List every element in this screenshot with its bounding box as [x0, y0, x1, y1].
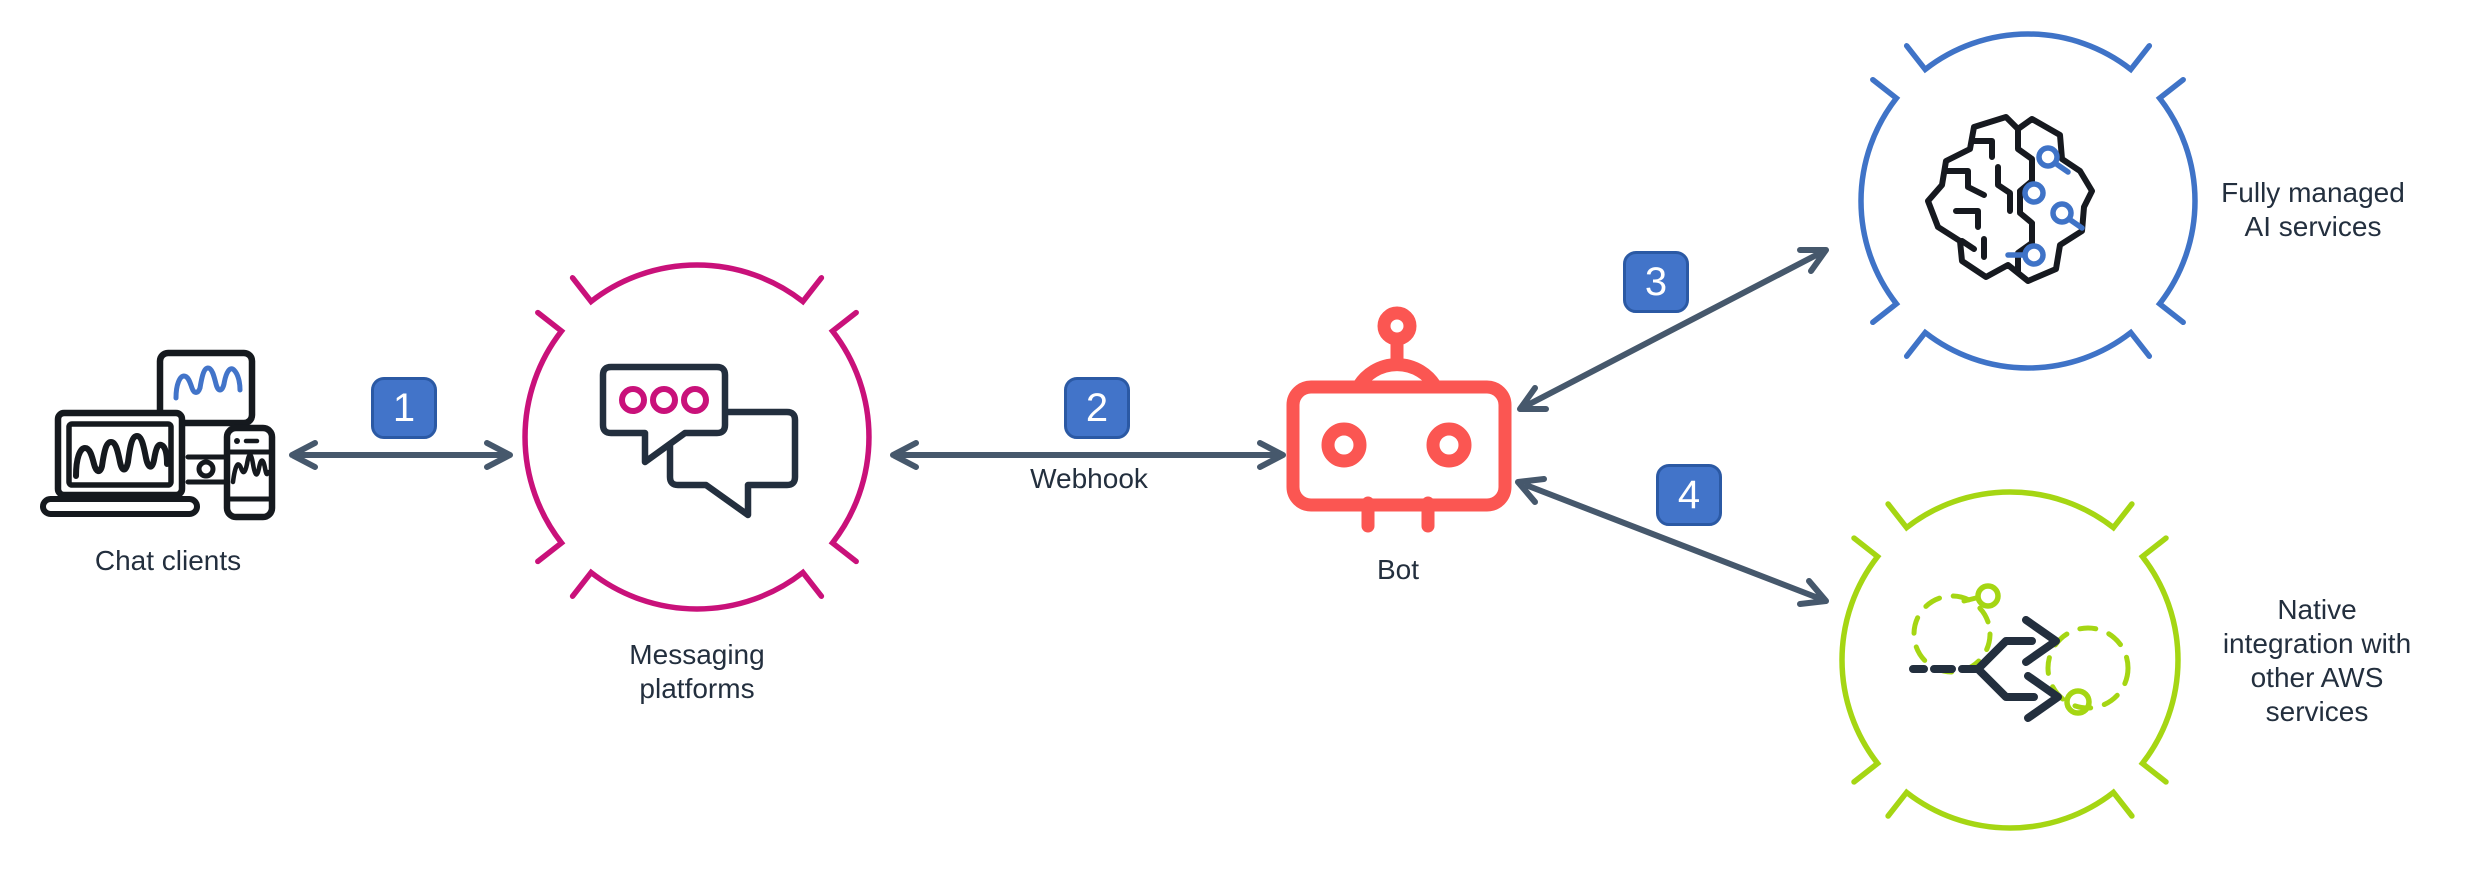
tablet-waveform	[173, 365, 243, 401]
webhook-label: Webhook	[1030, 463, 1148, 494]
aws-integration-ring	[1839, 489, 2181, 831]
arrow-4	[1515, 476, 1829, 607]
bot-legs	[1361, 496, 1435, 533]
circuit-nodes	[2005, 145, 2085, 267]
messaging-platforms-ring	[522, 262, 872, 612]
branching-arrows-icon	[1909, 583, 2131, 722]
integration-branch-arrows	[1909, 616, 2062, 722]
aws-integration-label: Native integration with other AWS servic…	[2223, 593, 2411, 729]
arrow-3	[1517, 247, 1829, 412]
phone-waveform	[230, 452, 271, 485]
step-badge-2: 2	[1064, 377, 1130, 439]
dock-connector-icon	[185, 454, 229, 485]
messaging-platforms-label: Messaging platforms	[629, 638, 764, 706]
smartphone-icon	[223, 424, 276, 521]
tablet-icon	[156, 349, 256, 427]
laptop-waveform	[73, 433, 170, 479]
bot-body	[1286, 380, 1512, 512]
messaging-platforms-label-line2: platforms	[639, 673, 755, 704]
chat-clients-label: Chat clients	[94, 545, 242, 576]
ai-services-label-line1: Fully managed	[2221, 177, 2405, 208]
connection-arrows	[289, 247, 1829, 607]
laptop-icon	[40, 409, 200, 517]
aws-integration-label-line4: services	[2265, 696, 2369, 727]
step-badge-1: 1	[371, 377, 437, 439]
robot-icon	[1286, 306, 1512, 533]
bot-eye-left	[1321, 422, 1367, 468]
bot-eye-right	[1426, 422, 1472, 468]
ai-services-ring	[1858, 31, 2198, 371]
aws-integration-label-line1: Native	[2277, 594, 2357, 625]
step-badge-4: 4	[1656, 464, 1722, 526]
arrow-1	[289, 440, 513, 470]
messaging-platforms-label-line1: Messaging	[629, 639, 765, 670]
bot-head-dome	[1350, 358, 1444, 396]
brain-folds	[1943, 138, 2013, 260]
ai-services-label: Fully managed AI services	[2221, 176, 2405, 244]
brain-circuit-icon	[1925, 114, 2095, 284]
chat-clients-devices-icon	[40, 349, 276, 521]
arrow-2	[890, 440, 1286, 470]
brain-outline	[1925, 114, 2095, 284]
chat-bubbles-icon	[599, 363, 799, 519]
aws-integration-label-line3: other AWS	[2250, 662, 2384, 693]
spot-rings	[522, 31, 2198, 831]
bot-label: Bot	[1376, 554, 1420, 585]
chat-bubble-dots	[619, 386, 709, 414]
step-badge-3: 3	[1623, 251, 1689, 313]
aws-integration-label-line2: integration with	[2222, 628, 2412, 659]
ai-services-label-line2: AI services	[2244, 211, 2382, 242]
